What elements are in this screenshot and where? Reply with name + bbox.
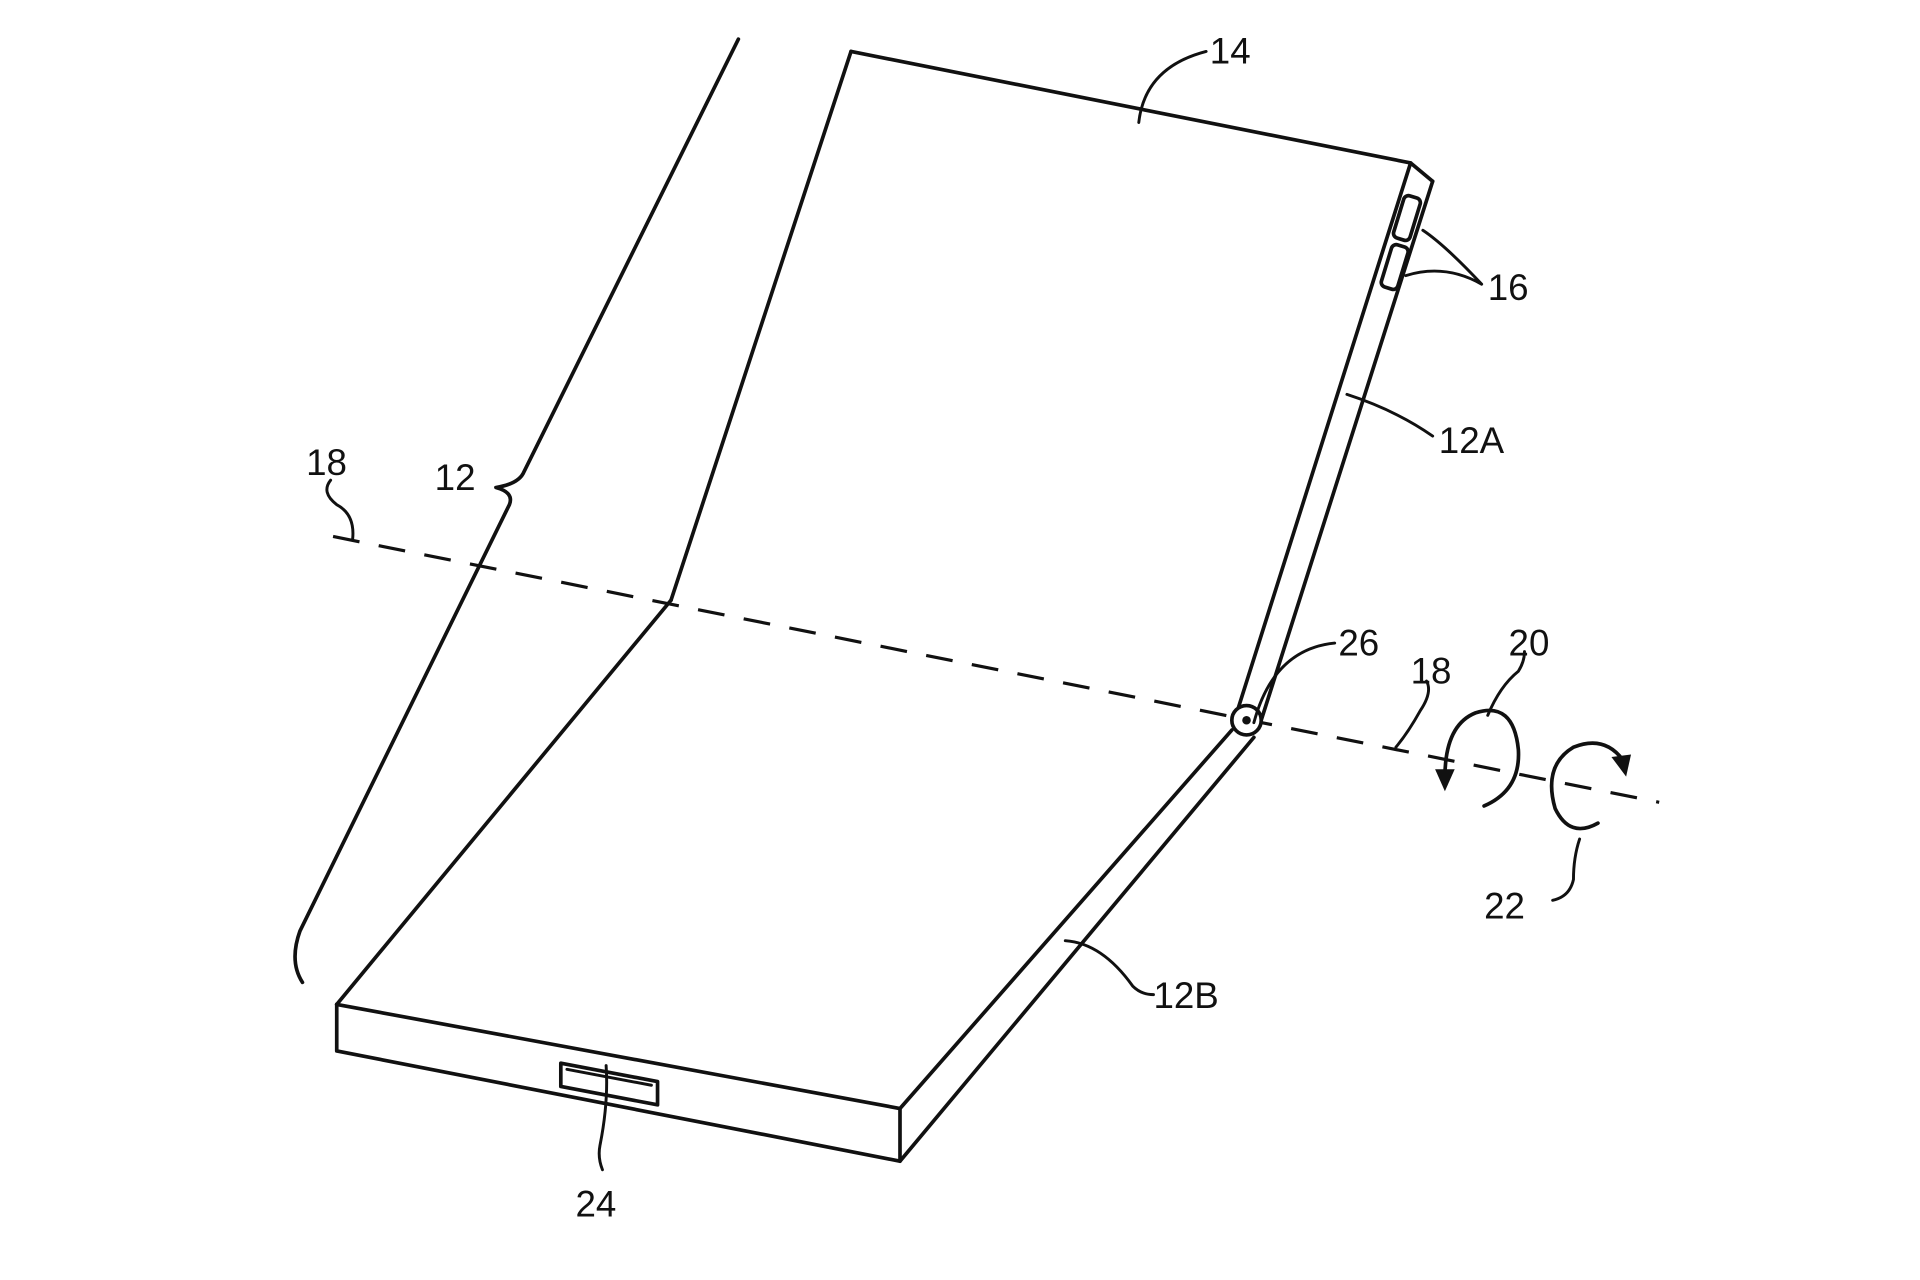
leader-lines (325, 49, 1582, 1172)
label-22: 22 (1484, 886, 1525, 927)
label-18-left: 18 (306, 442, 347, 483)
label-24: 24 (576, 1183, 617, 1224)
rotation-arrow-22 (1549, 741, 1632, 831)
label-26: 26 (1338, 622, 1379, 663)
device-bracket (293, 37, 741, 985)
label-12b: 12B (1153, 975, 1218, 1016)
side-buttons-16 (1379, 193, 1423, 292)
label-18-right: 18 (1411, 650, 1452, 691)
lower-housing-12b (334, 598, 1256, 1164)
fold-axis-line (332, 534, 1660, 804)
label-12a: 12A (1439, 420, 1505, 461)
label-12: 12 (435, 457, 476, 498)
hinge-26 (1230, 703, 1264, 737)
label-16: 16 (1488, 267, 1529, 308)
label-14: 14 (1210, 31, 1251, 72)
rotation-arrow-20 (1435, 708, 1521, 808)
upper-housing-12a (669, 49, 1435, 723)
label-20: 20 (1509, 622, 1550, 663)
connector-port-24 (558, 1061, 660, 1107)
